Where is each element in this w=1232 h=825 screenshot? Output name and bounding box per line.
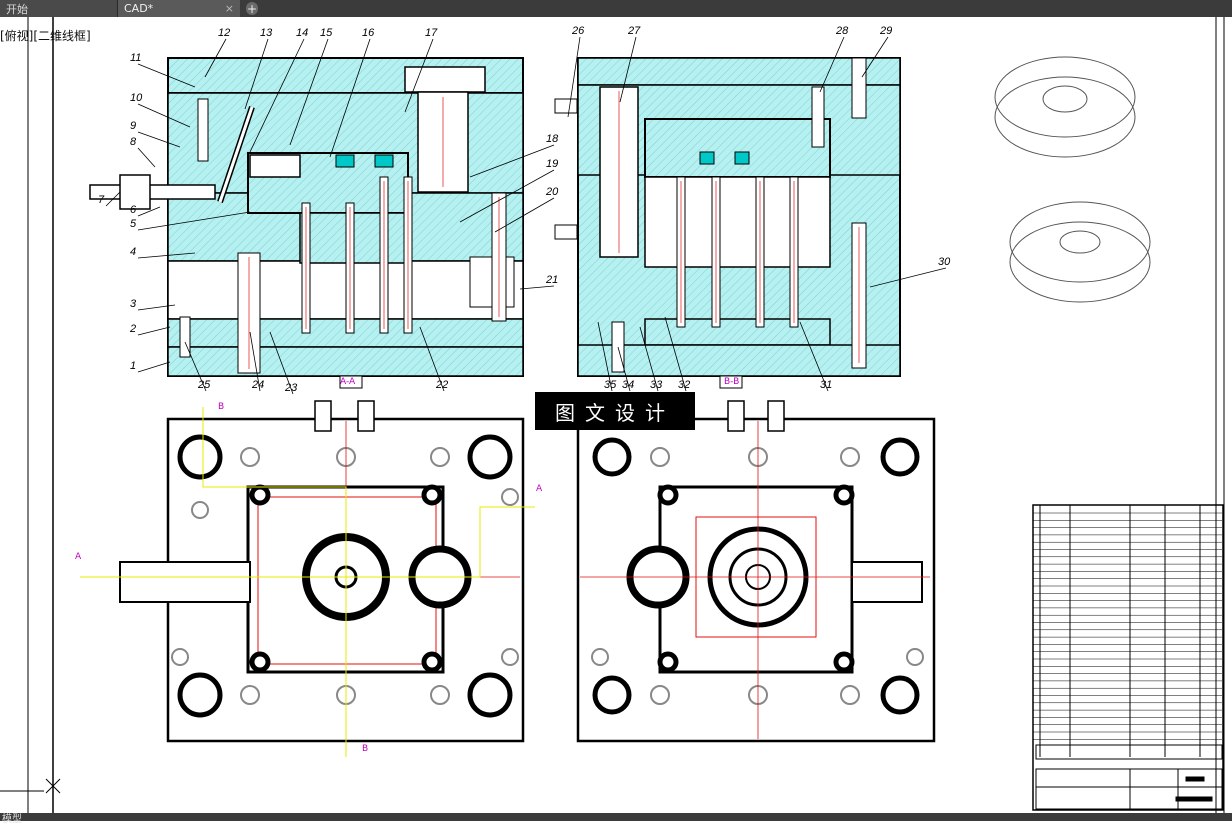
section-marker-a-left: A (75, 552, 82, 562)
callout-leader (137, 206, 161, 217)
callout-leader (184, 341, 207, 392)
layout-tab-bar: 模型 (0, 813, 1232, 825)
callout-leader (137, 63, 196, 88)
callout-leader (137, 252, 196, 259)
callout-label: 11 (130, 52, 141, 64)
callout-label: 29 (879, 25, 892, 37)
callout-leader (137, 103, 191, 128)
callout-leader (597, 321, 613, 392)
tab-cad[interactable]: CAD* × (118, 0, 240, 17)
callout-leader (617, 346, 631, 392)
callout-label: 19 (546, 158, 558, 170)
section-label-bb: B-B (724, 377, 740, 387)
callout-leader (137, 326, 171, 336)
callout-label: 12 (218, 27, 230, 39)
callout-leader (664, 316, 687, 392)
callout-label: 31 (820, 379, 832, 391)
tab-start-label: 开始 (6, 2, 28, 16)
callout-label: 23 (284, 382, 298, 394)
callout-label: 3 (130, 298, 137, 310)
callout-leader (137, 147, 156, 168)
callout-leader (204, 38, 227, 78)
callout-label: 21 (545, 274, 558, 286)
callout-label: 5 (130, 218, 137, 230)
plus-icon: + (246, 1, 258, 16)
callout-label: 8 (130, 136, 137, 148)
callout-label: 14 (296, 27, 308, 39)
callout-leader (137, 361, 171, 373)
callout-leader (419, 326, 445, 392)
layout-tab-model[interactable]: 模型 (2, 814, 22, 825)
callout-label: 2 (129, 323, 136, 335)
callout-label: 20 (545, 186, 559, 198)
bom-table (1032, 504, 1224, 811)
callout-label: 24 (251, 379, 264, 391)
callout-leader (105, 191, 121, 207)
callout-label: 16 (362, 27, 375, 39)
callout-leader (494, 197, 555, 233)
callout-leader (249, 38, 305, 153)
callout-label: 27 (627, 25, 641, 37)
callout-leader (404, 38, 434, 113)
tab-cad-label: CAD* (124, 2, 154, 15)
callout-label: 32 (678, 379, 690, 391)
callout-leader (519, 285, 555, 290)
callout-label: 18 (546, 133, 559, 145)
callout-leader (289, 38, 329, 146)
callout-label: 7 (98, 194, 105, 206)
plan-view-right (576, 400, 936, 743)
drawing-canvas[interactable]: 1234567891011121314151617181920212223242… (0, 17, 1232, 813)
callout-leader (249, 331, 261, 392)
part-isometric-views (994, 56, 1151, 303)
callout-label: 25 (197, 379, 211, 391)
callout-label: 10 (130, 92, 143, 104)
callout-leader (469, 144, 555, 178)
callout-label: 4 (130, 246, 136, 258)
close-tab-icon[interactable]: × (224, 2, 234, 15)
callout-label: 35 (604, 379, 617, 391)
callout-label: 6 (130, 204, 137, 216)
callout-leader (819, 36, 845, 93)
callout-leader (861, 36, 889, 78)
ucs-icon (0, 778, 61, 794)
callout-leader (137, 131, 181, 148)
callout-label: 30 (938, 256, 951, 268)
section-view-bb (554, 57, 901, 389)
callout-label: 1 (130, 360, 136, 372)
callout-label: 22 (435, 379, 448, 391)
document-tab-bar: 开始 CAD* × + (0, 0, 1232, 17)
section-view-aa (89, 57, 524, 389)
callout-leader (799, 321, 829, 392)
callout-leader (639, 326, 659, 392)
callout-leader (329, 38, 371, 158)
section-marker-a-right: A (536, 484, 543, 494)
callout-label: 13 (260, 27, 273, 39)
callout-leader (137, 211, 251, 231)
tab-start[interactable]: 开始 (0, 0, 118, 17)
callout-label: 15 (320, 27, 333, 39)
callout-label: 34 (622, 379, 634, 391)
viewport-view-label[interactable]: [俯视][二维线框] (0, 29, 91, 43)
callout-leader (619, 36, 637, 103)
callout-label: 9 (130, 120, 136, 132)
section-marker-b-top: B (218, 402, 225, 412)
section-label-aa: A-A (340, 377, 356, 387)
callout-leader (567, 36, 581, 118)
callout-leader (869, 267, 947, 288)
callout-leader (459, 169, 555, 223)
new-tab-button[interactable]: + (240, 0, 264, 17)
callout-label: 33 (650, 379, 663, 391)
watermark-text: 图文设计 (535, 392, 695, 430)
callout-label: 26 (571, 25, 585, 37)
callout-label: 17 (425, 27, 438, 39)
callout-leader (244, 38, 269, 110)
plan-view-left (80, 400, 535, 757)
callout-leader (269, 331, 294, 395)
callout-leader (137, 304, 176, 311)
callout-label: 28 (835, 25, 849, 37)
section-marker-b-bottom: B (362, 744, 369, 754)
